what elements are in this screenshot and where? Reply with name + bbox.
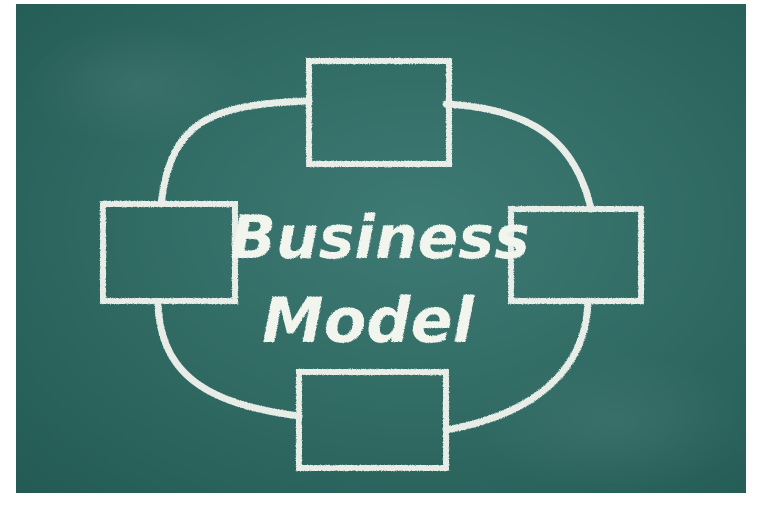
board-smudge bbox=[476, 354, 746, 493]
chalk-drawing: Business Model bbox=[26, 24, 746, 493]
top-box bbox=[306, 58, 452, 167]
connector-top-left bbox=[157, 97, 313, 208]
diagram-title-line1: Business bbox=[230, 203, 530, 273]
connector-bottom-left bbox=[154, 300, 303, 420]
left-box bbox=[100, 201, 238, 304]
connector-bottom-right bbox=[442, 297, 592, 434]
connector-top-right bbox=[442, 100, 595, 213]
chalkboard: Business Model bbox=[16, 4, 746, 493]
board-smudge bbox=[26, 24, 246, 144]
diagram-title-line2: Model bbox=[262, 284, 475, 357]
right-box bbox=[508, 206, 644, 304]
bottom-box bbox=[296, 369, 449, 471]
